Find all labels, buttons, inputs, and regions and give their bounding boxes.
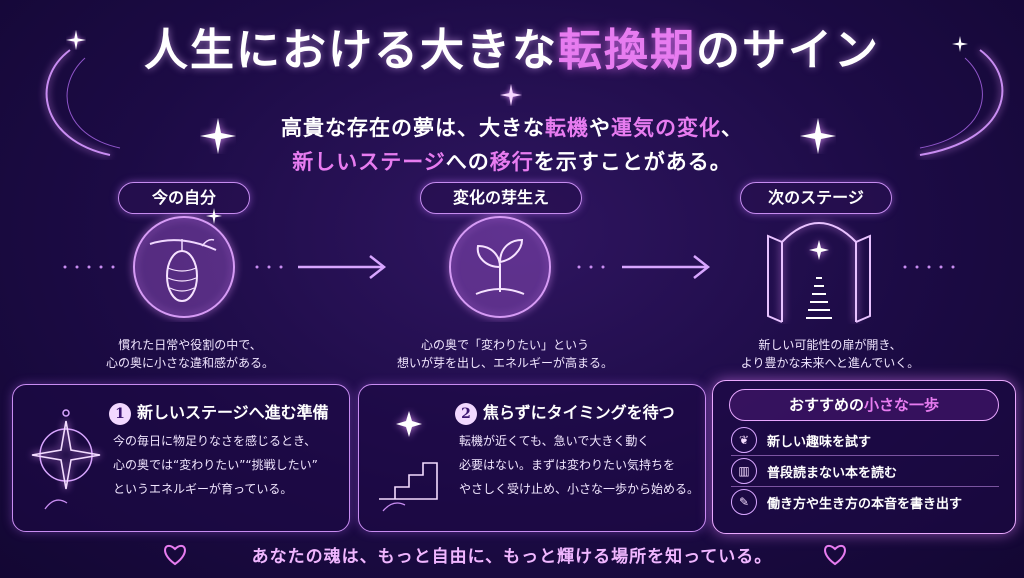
sparkle-icon <box>500 84 522 106</box>
sprout-icon <box>449 216 551 318</box>
flow-dots-left <box>63 265 115 269</box>
step-number-badge: 1 <box>109 403 131 425</box>
sparkle-icon <box>200 118 236 154</box>
stage-desc-next: 新しい可能性の扉が開き、より豊かな未来へと進んでいく。 <box>740 338 920 370</box>
step-number-badge: 2 <box>455 403 477 425</box>
sprout-small-icon: ❦ <box>731 427 757 453</box>
note-pen-icon: ✎ <box>731 489 757 515</box>
sparkle-icon <box>66 30 86 50</box>
open-door-icon <box>767 222 871 323</box>
tip-card-2-body: 転機が近くても、急いで大きく動く必要はない。まずは変わりたい気持ちをやさしく受け… <box>459 434 700 496</box>
flow-dots <box>255 265 283 269</box>
stage-label-next: 次のステージ <box>740 182 892 214</box>
subtitle-line-1: 高貴な存在の夢は、大きな転機や運気の変化、 <box>281 115 743 140</box>
stage-label-current: 今の自分 <box>118 182 250 214</box>
chrysalis-icon <box>133 216 235 318</box>
sparkle-icon <box>206 208 222 224</box>
flow-dots-right <box>903 265 955 269</box>
crescent-moon-left-icon <box>45 49 121 156</box>
heart-icon <box>824 544 846 566</box>
sparkle-icon <box>952 36 968 52</box>
recommend-card: おすすめの小さな一歩 ❦新しい趣味を試す ▥普段読まない本を読む ✎働き方や生き… <box>712 380 1016 534</box>
sparkle-icon <box>800 118 836 154</box>
heart-icon <box>164 544 186 566</box>
compass-star-icon <box>31 409 101 510</box>
tip-card-1-body: 今の毎日に物足りなさを感じるとき、心の奥では“変わりたい”“挑戦したい”というエ… <box>113 434 318 496</box>
recommend-item: ✎働き方や生き方の本音を書き出す <box>731 487 999 517</box>
arrow-right-icon <box>298 255 387 279</box>
recommend-title: おすすめの小さな一歩 <box>729 389 999 421</box>
stairs-icon <box>379 411 438 512</box>
arrow-right-icon <box>622 255 711 279</box>
recommend-item: ▥普段読まない本を読む <box>731 456 999 486</box>
recommend-item: ❦新しい趣味を試す <box>731 425 999 455</box>
subtitle-line-2: 新しいステージへの移行を示すことがある。 <box>292 149 732 174</box>
book-icon: ▥ <box>731 458 757 484</box>
stage-label-change: 変化の芽生え <box>420 182 582 214</box>
flow-dots <box>577 265 605 269</box>
page-title: 人生における大きな転換期のサイン <box>144 25 880 76</box>
stage-desc-change: 心の奥で「変わりたい」という想いが芽を出し、エネルギーが高まる。 <box>396 338 613 370</box>
footer-message: あなたの魂は、もっと自由に、もっと輝ける場所を知っている。 <box>251 547 773 567</box>
crescent-moon-right-icon <box>919 49 1004 156</box>
stage-desc-current: 慣れた日常や役割の中で、心の奥に小さな違和感がある。 <box>105 338 274 370</box>
